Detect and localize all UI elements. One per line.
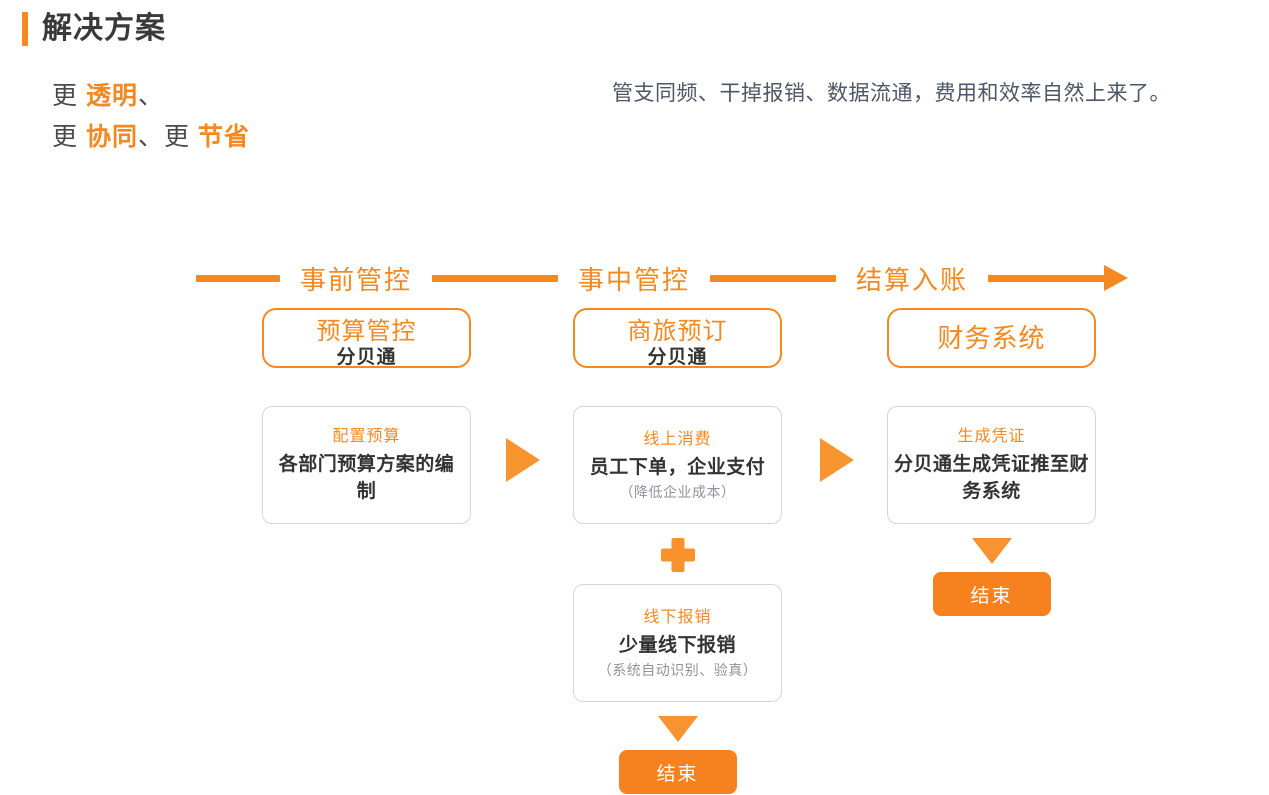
subtitle-line-2: 更 协同、更 节省 <box>52 117 250 158</box>
subtitle-l2-text-b: 、更 <box>137 123 198 151</box>
arrow-head <box>1104 265 1129 291</box>
flow-column-3: 财务系统 生成凭证 分贝通生成凭证推至财务系统 结束 <box>887 308 1100 616</box>
arrow-down-triangle <box>657 716 698 742</box>
flow-card-head: 线上消费 <box>643 430 712 448</box>
end-button[interactable]: 结束 <box>618 750 737 794</box>
subtitle-l1-highlight: 透明 <box>85 82 138 110</box>
flow-column-2: 商旅预订 分贝通 线上消费 员工下单，企业支付 （降低企业成本） 线下报销 少量… <box>573 308 786 794</box>
subtitle-line-1: 更 透明、 <box>52 76 250 117</box>
subtitle-l2-text-a: 更 <box>52 123 86 151</box>
system-box-title: 商旅预订 <box>627 318 728 345</box>
flow-card-head: 生成凭证 <box>957 428 1026 445</box>
title-accent-bar <box>22 12 28 46</box>
system-box-subtitle: 分贝通 <box>336 347 397 368</box>
flow-card-note: （降低企业成本） <box>619 483 736 500</box>
arrow-down-triangle <box>971 538 1012 564</box>
step-arrow-icon-1 <box>506 438 540 482</box>
stage-label-2: 事中管控 <box>578 264 691 295</box>
system-box-subtitle: 分贝通 <box>647 347 708 368</box>
subtitle-l1-text-a: 更 <box>52 82 86 110</box>
stage-divider-3 <box>710 274 837 282</box>
subtitle-l2-highlight-b: 节省 <box>197 123 250 151</box>
arrow-shaft <box>988 274 1105 282</box>
plus-icon <box>573 534 782 576</box>
subtitle-l1-text-b: 、 <box>137 82 164 110</box>
flow-card-body: 少量线下报销 <box>618 634 736 656</box>
end-button-wrapper: 结束 <box>887 572 1096 616</box>
flow-card-note: （系统自动识别、验真） <box>597 661 758 678</box>
page-title-row: 解决方案 <box>22 12 166 46</box>
subtitle-l2-highlight-a: 协同 <box>85 123 138 151</box>
system-box-budget-control[interactable]: 预算管控 分贝通 <box>262 308 471 368</box>
flow-card-generate-voucher[interactable]: 生成凭证 分贝通生成凭证推至财务系统 <box>887 406 1096 524</box>
stage-label-1: 事前管控 <box>300 264 413 295</box>
flow-card-body: 各部门预算方案的编制 <box>278 454 455 502</box>
stage-label-3: 结算入账 <box>856 264 969 295</box>
flow-card-body: 分贝通生成凭证推至财务系统 <box>893 454 1089 502</box>
end-button[interactable]: 结束 <box>932 572 1051 616</box>
step-arrow-icon-2 <box>820 438 854 482</box>
page-title: 解决方案 <box>42 12 166 45</box>
flow-column-1: 预算管控 分贝通 配置预算 各部门预算方案的编制 <box>262 308 475 524</box>
flow-card-online-spend[interactable]: 线上消费 员工下单，企业支付 （降低企业成本） <box>573 406 782 524</box>
flow-card-head: 线下报销 <box>643 608 712 626</box>
flow-card-head: 配置预算 <box>332 428 401 445</box>
arrow-down-icon <box>887 538 1096 564</box>
end-button-wrapper: 结束 <box>573 750 782 794</box>
lead-paragraph: 管支同频、干掉报销、数据流通，费用和效率自然上来了。 <box>612 82 1171 105</box>
arrow-right-icon <box>988 265 1129 291</box>
stage-timeline: 事前管控 事中管控 结算入账 <box>196 258 1228 298</box>
arrow-down-icon <box>573 716 782 742</box>
stage-divider-1 <box>196 274 280 282</box>
system-box-title: 财务系统 <box>937 323 1046 353</box>
system-box-title: 预算管控 <box>316 318 417 345</box>
flow-card-configure-budget[interactable]: 配置预算 各部门预算方案的编制 <box>262 406 471 524</box>
system-box-finance-system[interactable]: 财务系统 <box>887 308 1096 368</box>
flow-card-body: 员工下单，企业支付 <box>589 456 766 478</box>
page-subtitle: 更 透明、 更 协同、更 节省 <box>52 76 250 158</box>
system-box-travel-booking[interactable]: 商旅预订 分贝通 <box>573 308 782 368</box>
flow-card-offline-reimbursement[interactable]: 线下报销 少量线下报销 （系统自动识别、验真） <box>573 584 782 702</box>
stage-divider-2 <box>432 274 559 282</box>
